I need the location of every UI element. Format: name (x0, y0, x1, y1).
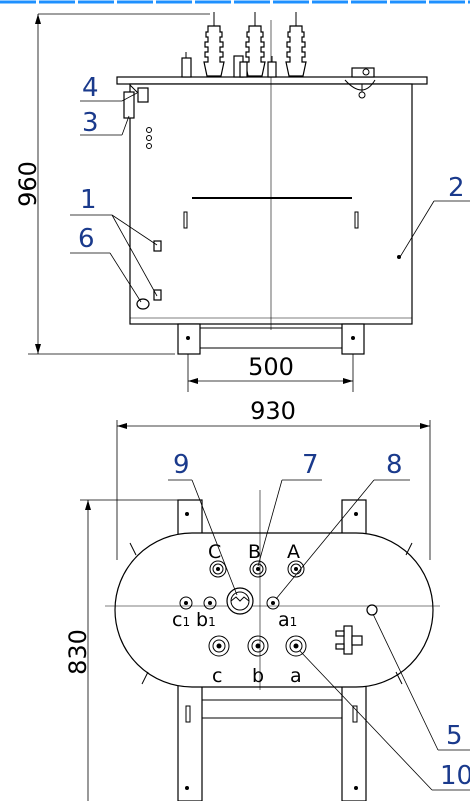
thermometer-pocket (366, 604, 378, 616)
hv-bushings (203, 12, 307, 77)
label-hv-b: B (248, 541, 261, 563)
dim-830-label: 830 (64, 629, 92, 675)
dim-960: 960 (14, 13, 210, 355)
dim-930-label: 930 (250, 397, 296, 425)
lv-terminals-top (208, 635, 307, 657)
dim-500-label: 500 (248, 353, 294, 381)
dim-960-label: 960 (14, 161, 42, 207)
lv-neutral-terminals (179, 596, 280, 610)
tank-top-oval (114, 532, 434, 688)
callout-10: 10 (440, 761, 470, 791)
callout-7: 7 (302, 450, 319, 480)
earth-terminal (136, 298, 150, 310)
callout-5: 5 (446, 721, 463, 751)
label-lv-c: c (212, 665, 222, 687)
top-view: C B A c1 b1 a1 c b a (105, 490, 440, 801)
label-b1: b1 (196, 609, 216, 631)
label-a1: a1 (278, 609, 297, 631)
tank-lid (116, 76, 428, 85)
sensor-lower (153, 289, 162, 301)
callout-4: 4 (82, 73, 99, 103)
label-lv-a: a (290, 665, 302, 687)
dim-830: 830 (64, 499, 186, 801)
callouts-front: 4 3 1 6 2 (70, 73, 470, 303)
label-lv-b: b (252, 665, 264, 687)
dim-930: 930 (116, 397, 431, 560)
drain-valve (123, 84, 152, 149)
hv-terminals-top (209, 560, 305, 578)
callout-3: 3 (82, 108, 99, 138)
label-hv-c: C (208, 541, 221, 563)
callout-1: 1 (80, 185, 97, 215)
label-hv-a: A (287, 541, 300, 563)
label-c1: c1 (172, 609, 190, 631)
tap-changer (226, 587, 254, 615)
tank-point (397, 255, 401, 259)
dim-500: 500 (187, 353, 354, 392)
callout-8: 8 (386, 450, 403, 480)
callout-2: 2 (448, 173, 465, 203)
callout-9: 9 (173, 450, 190, 480)
connector-block (335, 625, 363, 655)
callouts-top: 9 7 8 5 10 (168, 450, 470, 791)
front-view (116, 12, 428, 355)
sensor-upper (153, 240, 162, 252)
callout-6: 6 (78, 224, 95, 254)
gas-relay (344, 67, 376, 99)
lv-bushings-front (181, 52, 277, 78)
